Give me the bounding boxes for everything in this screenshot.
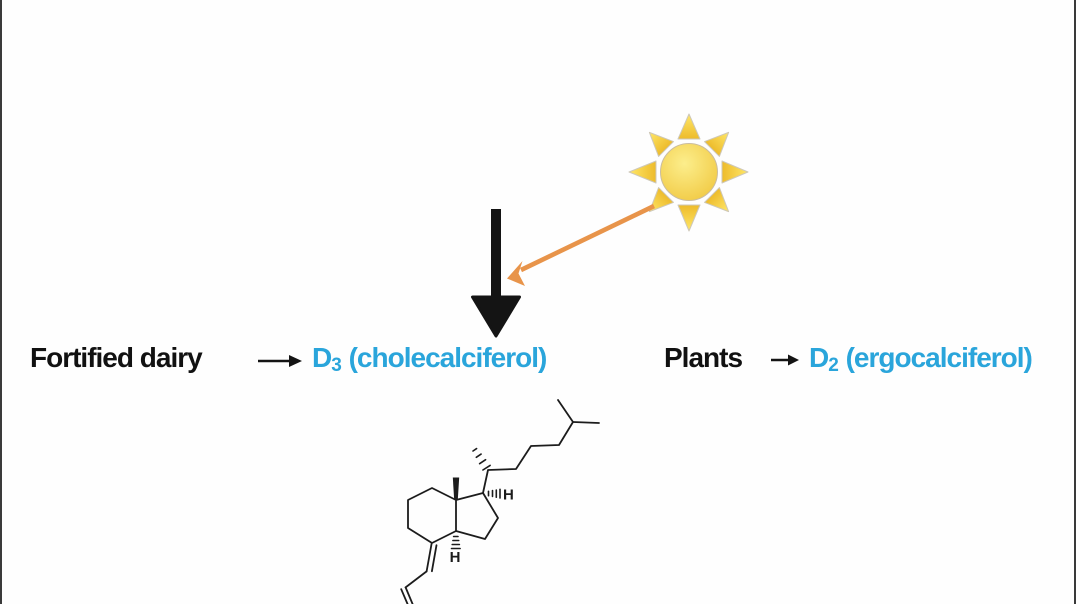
d3-base: D — [312, 342, 332, 373]
hashed-hydrogen-c17: H — [487, 487, 514, 504]
fortified-dairy-text: Fortified dairy — [30, 342, 203, 373]
wedge-methyl-bond — [452, 477, 460, 500]
diene-tail — [400, 542, 438, 604]
sun-core — [660, 143, 718, 201]
sunlight-arrowhead — [507, 261, 525, 286]
down-arrow-icon — [471, 209, 521, 338]
d3-name: (cholecalciferol) — [341, 342, 548, 373]
d2-base: D — [809, 342, 829, 373]
fortified-dairy-label: Fortified dairy — [30, 342, 203, 373]
plants-label: Plants — [664, 342, 743, 373]
plants-text: Plants — [664, 342, 743, 373]
d2-name: (ergocalciferol) — [838, 342, 1033, 373]
d2-subscript: 2 — [828, 355, 839, 377]
sun-icon — [628, 113, 749, 232]
hashed-methyl-bond — [472, 447, 491, 471]
sunlight-arrow — [507, 203, 655, 286]
d3-subscript: 3 — [331, 355, 342, 377]
cholecalciferol-structure: H H — [400, 399, 600, 604]
hashed-hydrogen-c14: H — [450, 535, 461, 566]
fortified-dairy-arrow-icon — [258, 355, 302, 367]
hydrogen-label-c17: H — [503, 487, 514, 504]
plants-arrow-icon — [771, 354, 799, 366]
d3-cholecalciferol-label: D3 (cholecalciferol) — [312, 342, 548, 377]
hydrogen-label-c14: H — [450, 549, 461, 566]
d2-ergocalciferol-label: D2 (ergocalciferol) — [809, 342, 1033, 377]
